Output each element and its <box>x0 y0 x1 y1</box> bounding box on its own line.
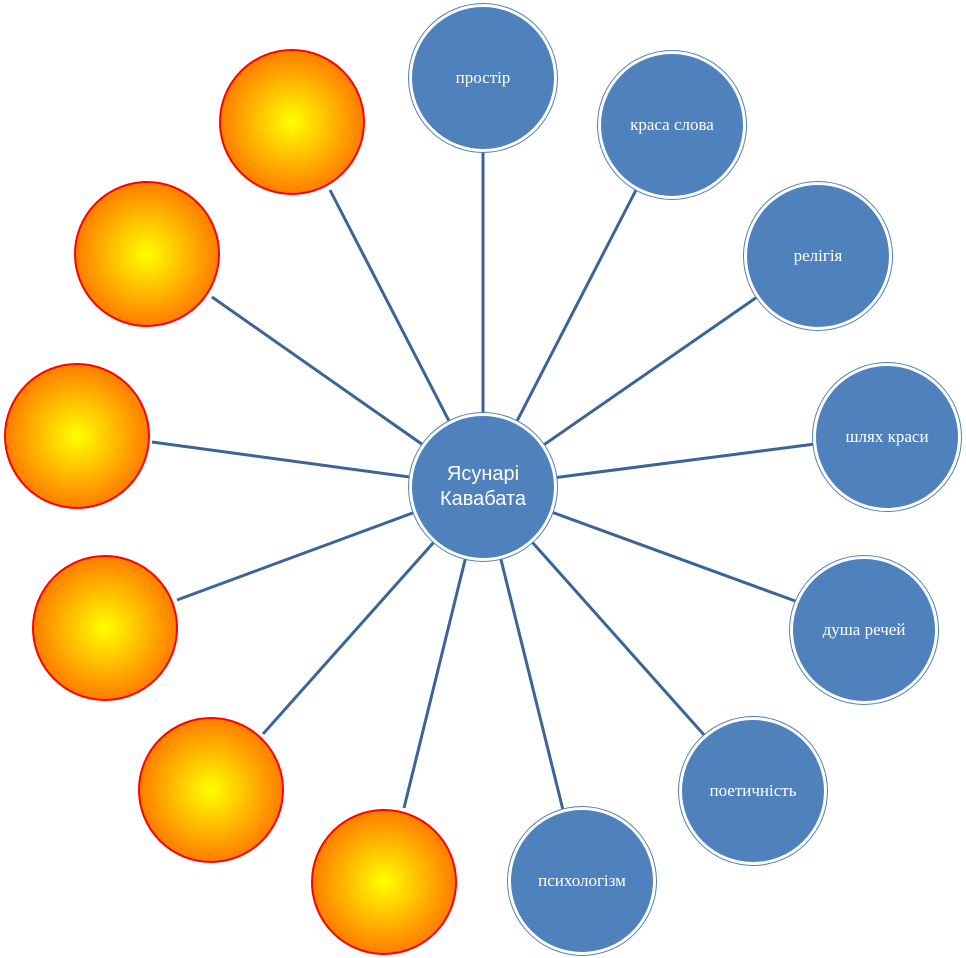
node-label: душа речей <box>822 620 906 639</box>
empty-node-2 <box>74 181 220 327</box>
node-relihiia: релігія <box>744 182 892 330</box>
node-krasa-slova: краса слова <box>598 51 746 199</box>
node-label: шлях краси <box>845 427 929 446</box>
node-label: краса слова <box>630 115 714 134</box>
node-poetychnist: поетичність <box>679 717 827 865</box>
center-label: Ясунарі Кавабата <box>440 462 526 512</box>
empty-node-3 <box>4 363 150 509</box>
node-label: релігія <box>793 246 843 265</box>
empty-node-6 <box>311 809 457 955</box>
empty-node-5 <box>138 717 284 863</box>
center-node: Ясунарі Кавабата <box>409 413 557 561</box>
node-label: простір <box>455 68 511 87</box>
center-label-line2: Кавабата <box>439 488 527 510</box>
empty-node-1 <box>219 49 365 195</box>
node-dusha-rechei: душа речей <box>790 556 938 704</box>
node-prostir: простір <box>409 4 557 152</box>
empty-node-4 <box>32 555 178 701</box>
node-label: поетичність <box>709 781 797 800</box>
node-label: психологізм <box>538 871 626 890</box>
center-label-line1: Ясунарі <box>446 463 520 485</box>
node-shliakh-krasy: шлях краси <box>813 363 961 511</box>
node-psykholohizm: психологізм <box>508 807 656 955</box>
